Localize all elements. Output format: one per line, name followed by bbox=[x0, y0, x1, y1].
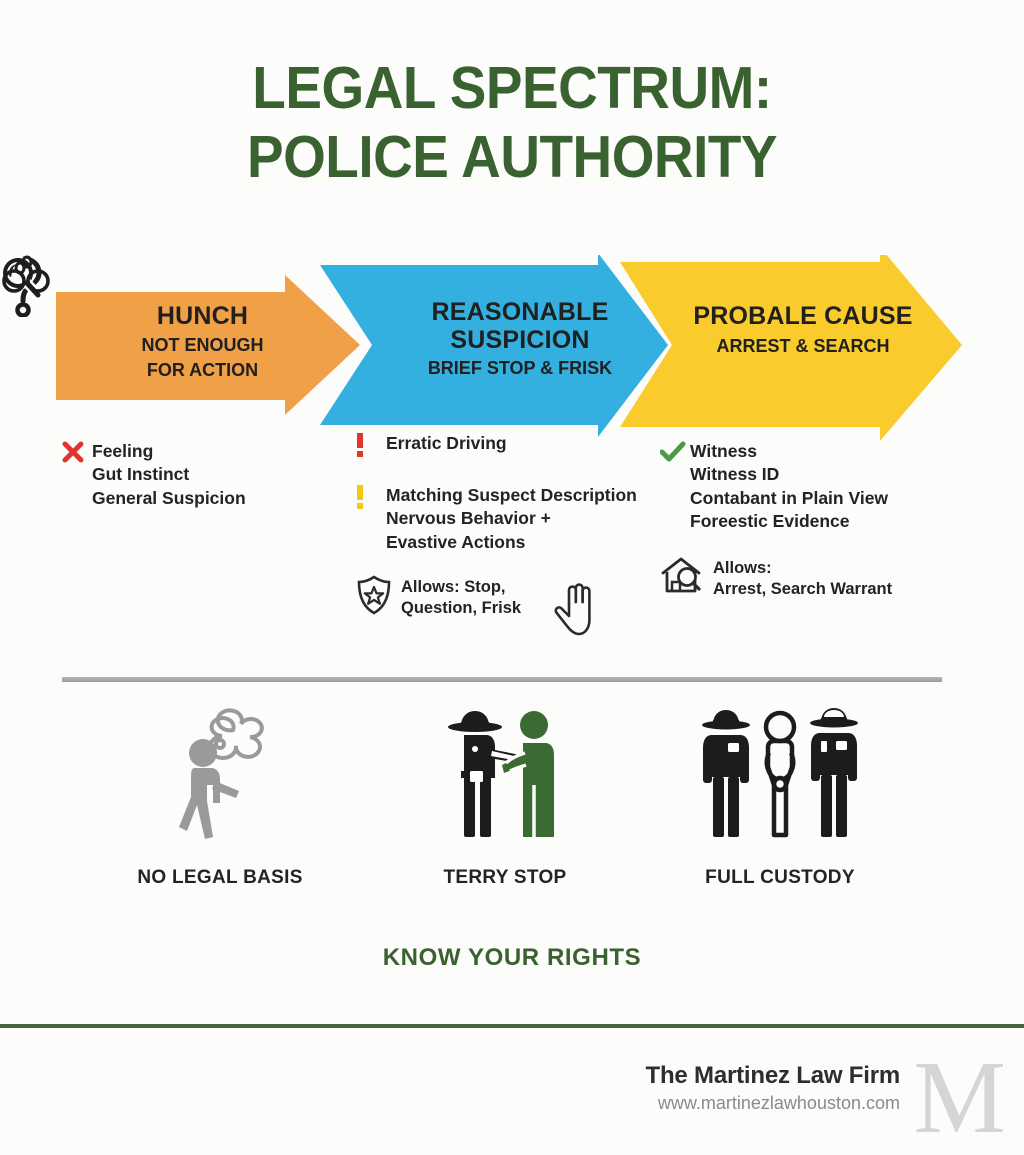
arrow-rs-title-2: SUSPICION bbox=[450, 326, 590, 354]
police-badge-icon bbox=[356, 574, 392, 621]
allows-text: Allows: Arrest, Search Warrant bbox=[713, 555, 892, 600]
list-column-hunch: Feeling Gut Instinct General Suspicion bbox=[62, 440, 352, 526]
arrow-probable-cause-text: PROBALE CAUSE ARREST & SEARCH bbox=[688, 302, 918, 357]
scene-full-custody: FULL CUSTODY bbox=[680, 700, 880, 889]
list-items: Matching Suspect Description Nervous Beh… bbox=[386, 484, 637, 554]
handcuffs-icon bbox=[2, 255, 50, 293]
exclamation-yellow-icon bbox=[356, 484, 386, 514]
walking-person-thinking-icon bbox=[120, 700, 320, 855]
arrow-rs-subtitle: BRIEF STOP & FRISK bbox=[427, 358, 613, 378]
firm-name: The Martinez Law Firm bbox=[645, 1062, 900, 1089]
call-to-action: KNOW YOUR RIGHTS bbox=[382, 944, 642, 971]
list-item: Contabant in Plain View bbox=[690, 487, 889, 508]
check-mark-icon bbox=[659, 440, 690, 468]
list-group: Witness Witness ID Contabant in Plain Vi… bbox=[659, 440, 960, 533]
list-group: Feeling Gut Instinct General Suspicion bbox=[62, 440, 352, 510]
arrow-pc-subtitle: ARREST & SEARCH bbox=[716, 335, 890, 356]
page-title: LEGAL SPECTRUM: POLICE AUTHORITY bbox=[36, 54, 988, 192]
list-item: Evastive Actions bbox=[386, 531, 526, 552]
list-item: Erratic Driving bbox=[386, 433, 507, 453]
allows-line-1: Allows: bbox=[713, 559, 772, 578]
allows-line-2: Question, Frisk bbox=[401, 598, 522, 617]
allows-row-probable-cause: Allows: Arrest, Search Warrant bbox=[660, 555, 960, 602]
arrow-hunch-subtitle-2: FOR ACTION bbox=[146, 359, 259, 380]
arrow-rs-title-1: REASONABLE bbox=[431, 298, 609, 326]
scene-label: FULL CUSTODY bbox=[705, 867, 855, 888]
arrow-reasonable-suspicion bbox=[320, 255, 668, 437]
list-item: General Suspicion bbox=[92, 487, 246, 508]
page-title-line-2: POLICE AUTHORITY bbox=[246, 124, 778, 191]
spectrum-arrow-band: HUNCH NOT ENOUGH FOR ACTION REASONABLE S… bbox=[0, 255, 1024, 445]
hand-stop-icon bbox=[554, 583, 591, 636]
footer-divider bbox=[0, 1024, 1024, 1028]
list-column-probable-cause: Witness Witness ID Contabant in Plain Vi… bbox=[659, 440, 960, 602]
arrow-hunch-subtitle-1: NOT ENOUGH bbox=[141, 334, 264, 355]
list-group: Matching Suspect Description Nervous Beh… bbox=[356, 484, 656, 554]
allows-text: Allows: Stop, Question, Frisk bbox=[401, 574, 521, 619]
footer-text: The Martinez Law Firm www.martinezlawhou… bbox=[645, 1062, 900, 1114]
allows-line-1: Allows: Stop, bbox=[401, 577, 506, 596]
firm-website[interactable]: www.martinezlawhouston.com bbox=[657, 1093, 900, 1113]
list-item: Gut Instinct bbox=[92, 464, 190, 485]
scene-terry-stop: TERRY STOP bbox=[405, 700, 605, 889]
list-item: Witness ID bbox=[690, 464, 780, 485]
list-group: Erratic Driving bbox=[356, 432, 656, 462]
list-item: Matching Suspect Description bbox=[386, 485, 637, 505]
list-items: Witness Witness ID Contabant in Plain Vi… bbox=[690, 440, 888, 533]
footer: The Martinez Law Firm www.martinezlawhou… bbox=[0, 1046, 1024, 1154]
exclamation-red-icon bbox=[356, 432, 386, 462]
arrow-hunch-text: HUNCH NOT ENOUGH FOR ACTION bbox=[115, 302, 290, 381]
scene-label: NO LEGAL BASIS bbox=[137, 867, 303, 888]
list-item: Feeling bbox=[92, 441, 154, 461]
list-column-reasonable-suspicion: Erratic Driving Matching Suspect Descrip… bbox=[356, 432, 656, 636]
scene-label: TERRY STOP bbox=[443, 867, 567, 888]
list-item: Witness bbox=[690, 441, 757, 461]
list-items: Feeling Gut Instinct General Suspicion bbox=[92, 440, 246, 510]
section-divider bbox=[62, 677, 942, 682]
arrow-pc-title: PROBALE CAUSE bbox=[693, 302, 913, 330]
list-items: Erratic Driving bbox=[386, 432, 507, 455]
page-title-line-1: LEGAL SPECTRUM: bbox=[252, 55, 772, 121]
arrow-probable-cause bbox=[620, 255, 962, 441]
arrow-reasonable-suspicion-text: REASONABLE SUSPICION BRIEF STOP & FRISK bbox=[400, 298, 640, 379]
two-officers-detainee-icon bbox=[680, 700, 880, 855]
allows-row-reasonable-suspicion: Allows: Stop, Question, Frisk bbox=[356, 574, 656, 636]
house-search-icon bbox=[660, 555, 704, 602]
list-item: Nervous Behavior + bbox=[386, 508, 551, 529]
scene-no-legal-basis: NO LEGAL BASIS bbox=[120, 700, 320, 889]
x-mark-icon bbox=[62, 440, 92, 468]
allows-line-2: Arrest, Search Warrant bbox=[713, 580, 893, 599]
arrow-hunch bbox=[56, 275, 360, 415]
arrow-shapes bbox=[56, 255, 962, 441]
firm-logo: M bbox=[913, 1040, 1006, 1155]
officer-questioning-person-icon bbox=[405, 700, 605, 855]
arrow-hunch-title: HUNCH bbox=[156, 302, 249, 330]
list-item: Foreestic Evidence bbox=[690, 510, 850, 531]
